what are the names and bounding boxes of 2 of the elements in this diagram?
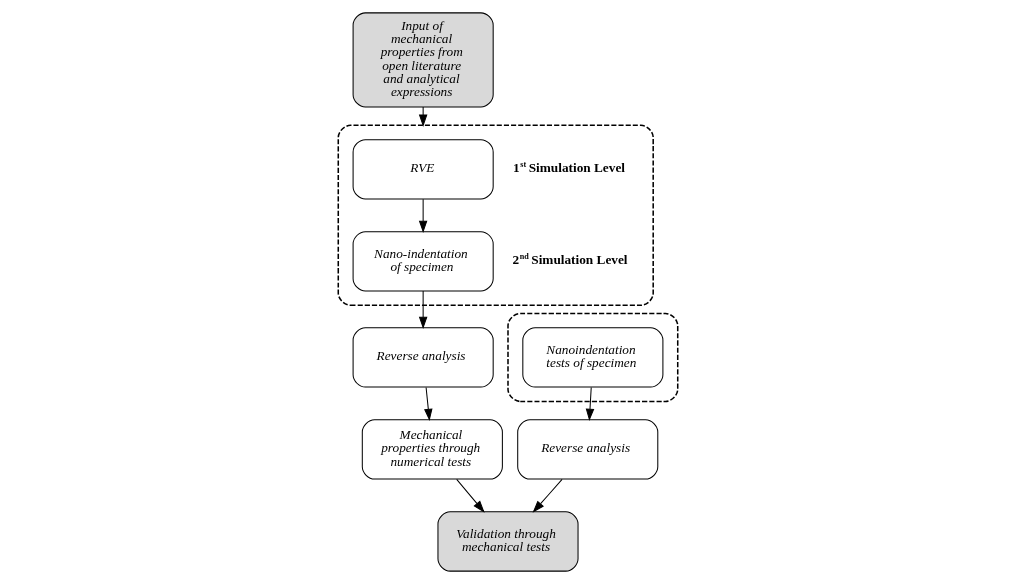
node-label: 1$^{st}$ Simulation Level bbox=[513, 159, 626, 175]
node-label: 2$^{nd}$ Simulation Level bbox=[512, 251, 628, 267]
